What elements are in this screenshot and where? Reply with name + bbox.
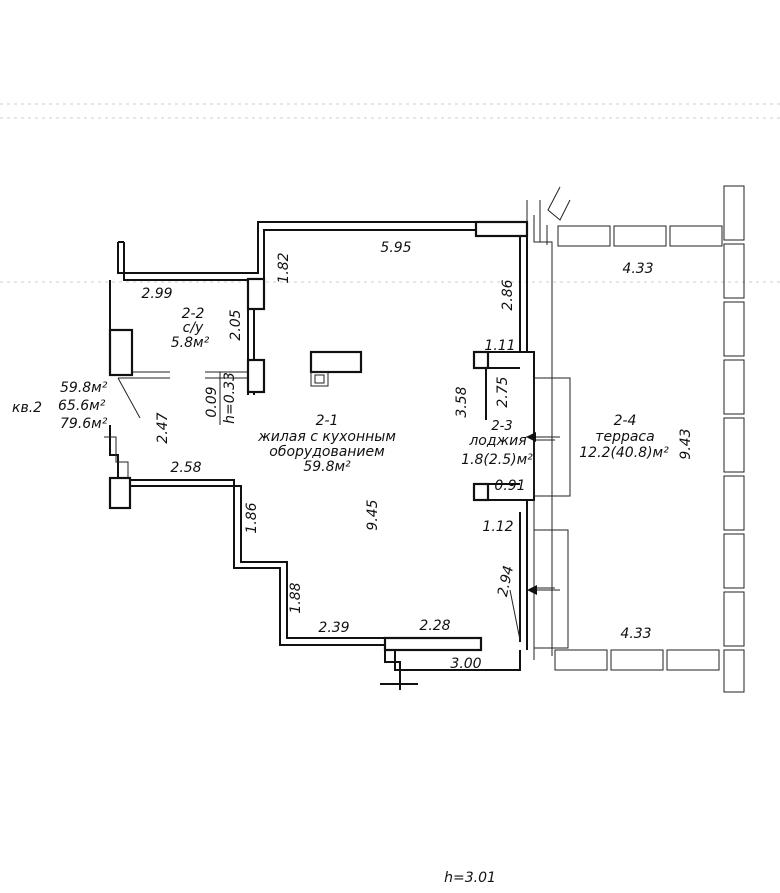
dim-niche-top: 1.11	[484, 338, 515, 354]
dim-right-upper: 2.86	[500, 279, 516, 310]
apartment-summary: кв.2 59.8м² 65.6м² 79.6м²	[12, 380, 108, 432]
loggia-name: лоджия	[468, 433, 526, 449]
ceiling-height: h=3.01	[444, 870, 496, 886]
apartment-code: кв.2	[12, 400, 42, 416]
dim-bottom-c: 3.00	[450, 656, 481, 672]
loggia-number: 2-3	[491, 419, 512, 434]
dimension-labels: 5.95 2.99 1.82 2.05 2.47 2.58 1.86 1.88 …	[141, 240, 694, 886]
dim-bath-top: 2.99	[141, 286, 172, 302]
apartment-area-2: 65.6м²	[58, 398, 106, 414]
dim-step-a: 1.86	[244, 502, 260, 533]
apartment-area-3: 79.6м²	[60, 416, 108, 432]
dim-bottom-b: 2.28	[419, 618, 450, 634]
dim-bath-inner: 2.05	[228, 309, 244, 340]
columns	[108, 220, 529, 652]
dim-niche-bottom: 1.12	[482, 519, 513, 535]
dim-terrace-bottom: 4.33	[620, 626, 651, 642]
window-arrows	[509, 432, 560, 641]
dim-low-left: 2.58	[170, 460, 201, 476]
terrace-area: 12.2(40.8)м²	[579, 445, 669, 461]
bathroom-name: с/у	[183, 320, 204, 336]
living-name-1: жилая с кухонным	[257, 429, 396, 445]
shaft-icon	[309, 350, 363, 387]
dim-bath-right-top: 1.82	[276, 252, 292, 283]
dim-living-depth: 9.45	[365, 499, 381, 530]
terrace-number: 2-4	[614, 413, 637, 429]
dim-niche-inner: 2.75	[495, 376, 511, 407]
room-labels: 2-2 с/у 5.8м² 2-1 жилая с кухонным обору…	[171, 306, 669, 475]
dim-terrace-depth: 9.43	[678, 428, 694, 459]
dim-bottom-a: 2.39	[318, 620, 349, 636]
living-name-2: оборудованием	[269, 444, 385, 460]
dim-bath-left: 2.47	[155, 412, 171, 443]
living-number: 2-1	[316, 413, 339, 429]
dim-terrace-top: 4.33	[622, 261, 653, 277]
bathroom-area: 5.8м²	[171, 335, 210, 351]
dim-niche-outer: 3.58	[454, 386, 470, 417]
bathroom-number: 2-2	[182, 306, 205, 322]
dim-top-living: 5.95	[380, 240, 411, 256]
apartment-area-1: 59.8м²	[60, 380, 108, 396]
dim-sill: 0.09	[204, 386, 220, 417]
dim-step-b: 1.88	[288, 582, 304, 613]
dim-sill-height: h=0.33	[222, 372, 238, 424]
terrace-name: терраса	[595, 429, 654, 445]
dim-right-lower: 2.94	[495, 564, 517, 598]
loggia-area: 1.8(2.5)м²	[461, 452, 533, 468]
living-area: 59.8м²	[303, 459, 351, 475]
dim-loggia-width: 0.91	[494, 478, 525, 494]
